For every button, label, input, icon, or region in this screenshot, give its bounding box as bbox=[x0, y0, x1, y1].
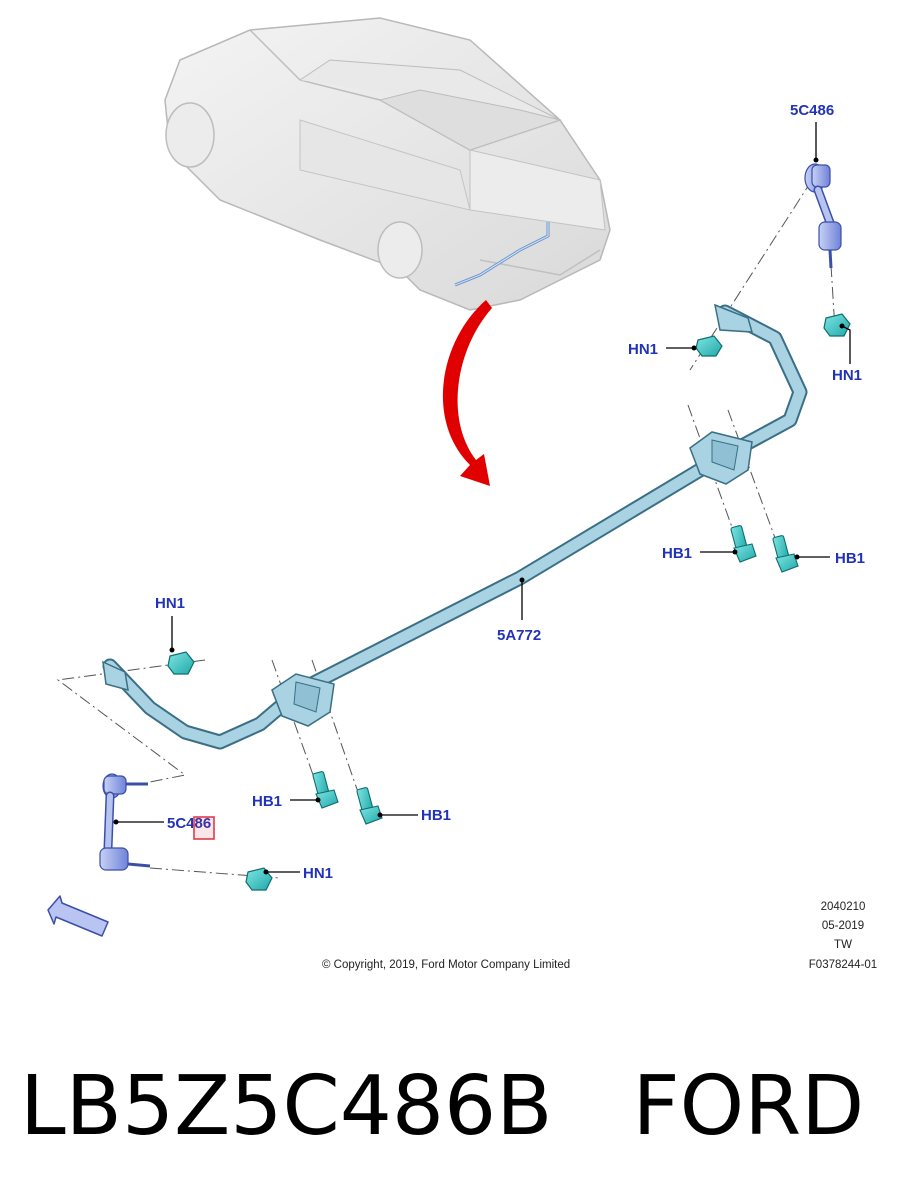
callout-bar: 5A772 bbox=[497, 627, 541, 644]
callout-nut-top-right: HN1 bbox=[832, 367, 862, 384]
callout-link-bottom: 5C486 bbox=[167, 815, 211, 832]
stabilizer-link-top bbox=[804, 163, 842, 269]
callout-nut-left-top: HN1 bbox=[155, 595, 185, 612]
highlight-box bbox=[193, 816, 215, 840]
bolt-right-b bbox=[772, 535, 799, 573]
red-pointer-arrow bbox=[442, 300, 492, 486]
callout-bolt-right-b: HB1 bbox=[835, 550, 865, 567]
callout-bolt-right-a: HB1 bbox=[662, 545, 692, 562]
front-direction-arrow-icon bbox=[47, 895, 109, 937]
stabilizer-link-bottom bbox=[99, 773, 151, 871]
callout-nut-bottom: HN1 bbox=[303, 865, 333, 882]
footer-figure-id: F0378244-01 bbox=[809, 959, 877, 971]
bolt-right-a bbox=[730, 525, 757, 563]
callout-link-top: 5C486 bbox=[790, 102, 834, 119]
bolt-left-b bbox=[356, 787, 383, 825]
part-caption: LB5Z5C486B FORD bbox=[20, 1052, 900, 1162]
callout-bolt-left-a: HB1 bbox=[252, 793, 282, 810]
nut-top-left bbox=[695, 335, 723, 357]
footer-region: TW bbox=[834, 939, 852, 951]
callout-labels: 5C486 HN1 HN1 HB1 HB1 5A772 HN1 HB1 HB1 … bbox=[155, 102, 865, 882]
stabilizer-bar bbox=[102, 303, 808, 750]
nut-left-top bbox=[167, 651, 195, 675]
bolt-left-a bbox=[312, 771, 339, 809]
part-number: LB5Z5C486B bbox=[20, 1059, 553, 1154]
footer-code: 2040210 bbox=[821, 901, 866, 913]
callout-bolt-left-b: HB1 bbox=[421, 807, 451, 824]
footer-date: 05-2019 bbox=[822, 920, 864, 932]
vehicle-illustration bbox=[164, 17, 611, 311]
brand-name: FORD bbox=[632, 1059, 865, 1154]
callout-nut-top-left: HN1 bbox=[628, 341, 658, 358]
copyright-notice: © Copyright, 2019, Ford Motor Company Li… bbox=[322, 959, 570, 971]
nut-top-right bbox=[823, 313, 851, 337]
leader-lines bbox=[113, 122, 851, 875]
parts-diagram: 5C486 HN1 HN1 HB1 HB1 5A772 HN1 HB1 HB1 … bbox=[47, 17, 877, 971]
